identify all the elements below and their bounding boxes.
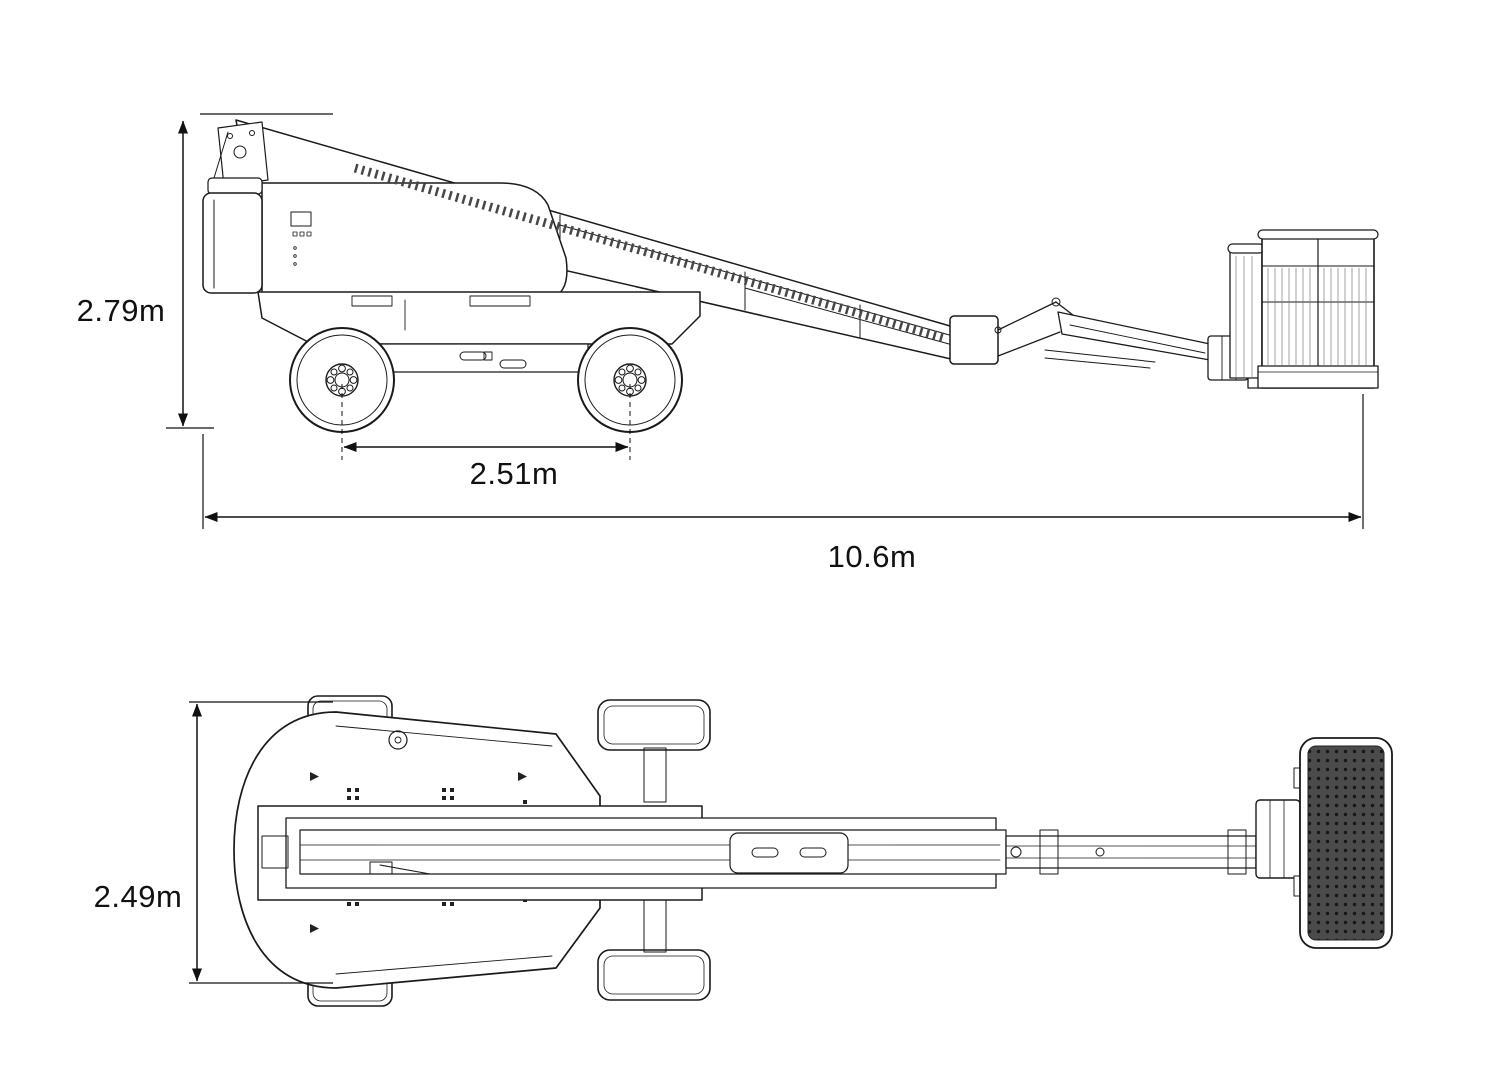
turret-cover xyxy=(261,182,568,301)
boom-energy-chain xyxy=(353,163,947,343)
dim-overall-height xyxy=(166,113,333,429)
overall-height-label: 2.79m xyxy=(76,293,166,328)
overall-width-label: 2.49m xyxy=(93,879,183,914)
overall-length-label: 10.6m xyxy=(827,539,917,574)
boom-rear-pivot xyxy=(213,121,269,187)
dim-overall-width xyxy=(189,701,333,984)
jib-assembly xyxy=(949,297,1249,381)
counterweight xyxy=(202,177,263,294)
boom-top xyxy=(257,805,1007,901)
wheelbase-label: 2.51m xyxy=(469,456,559,491)
dim-overall-length xyxy=(202,394,1364,529)
platform-top xyxy=(1255,737,1393,949)
dim-wheelbase xyxy=(341,384,631,460)
top-view xyxy=(233,695,1393,1007)
front-wheel xyxy=(289,327,395,433)
rear-wheel xyxy=(577,327,683,433)
side-view xyxy=(202,119,1379,433)
platform-side xyxy=(1227,229,1379,389)
dimension-lines xyxy=(166,113,1364,984)
jib-top xyxy=(1005,829,1257,875)
chassis-side xyxy=(257,291,701,373)
